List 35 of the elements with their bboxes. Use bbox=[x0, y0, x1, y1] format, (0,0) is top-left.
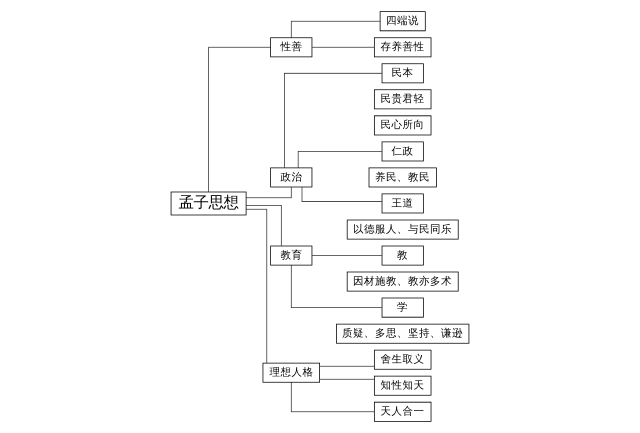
connector bbox=[302, 186, 382, 202]
node-box: 民心所向 bbox=[374, 115, 432, 136]
node-box: 教育 bbox=[270, 246, 312, 266]
node-box: 仁政 bbox=[382, 141, 424, 162]
node-box: 理想人格 bbox=[262, 362, 320, 383]
node-box: 教 bbox=[382, 246, 424, 266]
node-box: 民贵君轻 bbox=[374, 89, 432, 110]
connector bbox=[284, 72, 382, 168]
node-box: 四端说 bbox=[380, 11, 426, 32]
connector bbox=[319, 378, 375, 380]
node-box: 以德服人、与民同乐 bbox=[346, 220, 459, 240]
node-box: 政治 bbox=[270, 168, 312, 188]
node-box: 天人合一 bbox=[374, 402, 432, 422]
connector bbox=[246, 186, 292, 198]
connector bbox=[290, 382, 375, 412]
node-box: 王道 bbox=[382, 194, 424, 214]
connector bbox=[246, 205, 282, 246]
node-box: 质疑、多思、坚持、谦逊 bbox=[336, 324, 470, 344]
node-box: 民本 bbox=[382, 63, 424, 84]
connector bbox=[246, 208, 268, 364]
connector bbox=[208, 46, 271, 192]
connector bbox=[312, 255, 382, 256]
connector bbox=[290, 20, 380, 38]
connector bbox=[298, 151, 382, 168]
node-box: 舍生取义 bbox=[374, 350, 432, 370]
node-box: 知性知天 bbox=[374, 376, 432, 396]
node-box: 性善 bbox=[270, 37, 312, 58]
node-box: 学 bbox=[382, 298, 424, 318]
node-box: 因材施教、教亦多术 bbox=[346, 272, 459, 292]
connector bbox=[319, 366, 375, 367]
connector bbox=[290, 264, 382, 308]
node-box: 存养善性 bbox=[374, 37, 432, 58]
node-box: 养民、教民 bbox=[368, 168, 437, 188]
connector bbox=[312, 46, 375, 48]
node-box: 孟子思想 bbox=[170, 192, 246, 216]
